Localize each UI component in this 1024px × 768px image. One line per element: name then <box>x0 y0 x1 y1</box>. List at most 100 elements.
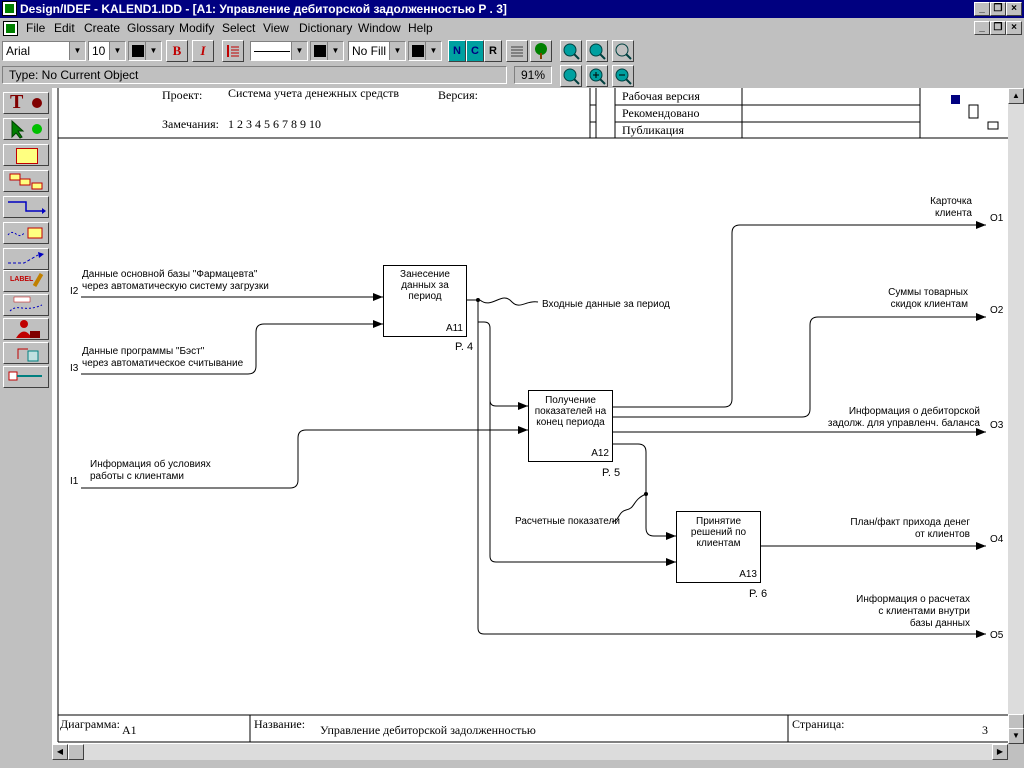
chevron-down-icon[interactable]: ▼ <box>109 42 125 60</box>
arrow-o5[interactable] <box>477 322 986 638</box>
minimize-icon[interactable]: _ <box>974 2 990 16</box>
output-code-o1: O1 <box>990 213 1004 224</box>
close-icon[interactable]: × <box>1006 2 1022 16</box>
diagram-label: Диаграмма: <box>60 717 120 731</box>
activity-box-a11[interactable]: Занесение данных за период A11 <box>383 265 467 337</box>
decompose-icon <box>9 173 43 190</box>
maximize-icon[interactable]: ❐ <box>990 2 1006 16</box>
doc-minimize-icon[interactable]: _ <box>974 21 990 35</box>
text-tool-button[interactable]: T <box>3 91 49 114</box>
diagram-canvas[interactable]: Проект: Система учета денежных средств В… <box>52 88 1008 744</box>
n-button[interactable]: N <box>448 40 466 62</box>
menu-view[interactable]: View <box>263 21 289 35</box>
fill-value: No Fill <box>352 44 387 58</box>
zoom-reset-icon[interactable] <box>560 65 582 87</box>
pointer-tool-button[interactable] <box>3 118 49 140</box>
r-button[interactable]: R <box>484 40 502 62</box>
horizontal-scrollbar[interactable]: ◀ ▶ <box>52 744 1008 760</box>
menu-help[interactable]: Help <box>408 21 433 35</box>
label-tool-button[interactable]: LABEL <box>3 270 49 292</box>
box-tool-button[interactable] <box>3 144 49 166</box>
pencil-icon <box>32 272 44 288</box>
chevron-down-icon[interactable]: ▼ <box>425 42 441 60</box>
activity-box-a12[interactable]: Получение показателей на конец периода A… <box>528 390 613 462</box>
line-style-select[interactable]: ▼ <box>250 41 308 61</box>
zoom-page-icon[interactable] <box>612 40 634 62</box>
tool-palette: T LABEL <box>0 88 52 748</box>
squiggle-tool-button[interactable] <box>3 222 49 244</box>
scroll-right-icon[interactable]: ▶ <box>992 744 1008 760</box>
chevron-down-icon[interactable]: ▼ <box>69 42 85 60</box>
align-lines-icon <box>227 45 239 57</box>
c-button[interactable]: C <box>466 40 484 62</box>
lines-glyph-icon <box>511 46 523 57</box>
magnifier-icon <box>563 43 580 60</box>
document-icon[interactable] <box>3 21 18 36</box>
menu-window[interactable]: Window <box>358 21 401 35</box>
input-code-i1: I1 <box>70 476 79 487</box>
menu-glossary[interactable]: Glossary <box>127 21 175 35</box>
bold-button[interactable]: B <box>166 40 188 62</box>
chevron-down-icon[interactable]: ▼ <box>327 42 343 60</box>
app-icon[interactable] <box>2 1 17 16</box>
scroll-up-icon[interactable]: ▲ <box>1008 88 1024 104</box>
scroll-down-icon[interactable]: ▼ <box>1008 728 1024 744</box>
title-bar: Design/IDEF - KALEND1.IDD - [A1: Управле… <box>0 0 1024 18</box>
font-value: Arial <box>6 44 31 58</box>
zoom-level[interactable]: 91% <box>514 66 552 84</box>
arrow-o1[interactable] <box>613 221 986 408</box>
doc-maximize-icon[interactable]: ❐ <box>990 21 1006 35</box>
arrow-i1[interactable] <box>81 426 528 489</box>
fill-color-select[interactable]: ▼ <box>408 41 442 61</box>
zoom-in-icon[interactable] <box>560 40 582 62</box>
chevron-down-icon[interactable]: ▼ <box>389 42 405 60</box>
tunnel-tool-button[interactable] <box>3 248 49 270</box>
tree-icon[interactable] <box>530 40 552 62</box>
menu-create[interactable]: Create <box>84 21 121 35</box>
squiggle-label-tool-button[interactable] <box>3 294 49 316</box>
zoom-plus-icon[interactable] <box>586 65 608 87</box>
doc-close-icon[interactable]: × <box>1006 21 1022 35</box>
activity-box-a13[interactable]: Принятие решений по клиентам A13 <box>676 511 761 583</box>
arrow-i3[interactable] <box>81 320 383 375</box>
menu-modify[interactable]: Modify <box>179 21 215 35</box>
pointer-icon <box>11 119 42 139</box>
arrow-tool-button[interactable] <box>3 196 49 218</box>
scroll-left-icon[interactable]: ◀ <box>52 744 68 760</box>
label-calc-indicators: Расчетные показатели <box>515 516 620 527</box>
magnifier-icon <box>563 68 580 85</box>
zoom-minus-icon[interactable] <box>612 65 634 87</box>
arrow-a12-to-a13[interactable] <box>613 443 676 540</box>
zoom-fit-icon[interactable] <box>586 40 608 62</box>
frame-icon <box>8 371 42 381</box>
output-o3-line-2: задолж. для управленч. баланса <box>827 418 980 429</box>
vertical-scrollbar[interactable]: ▲ ▼ <box>1008 88 1024 744</box>
line-color-select[interactable]: ▼ <box>310 41 344 61</box>
menu-file[interactable]: File <box>26 21 46 35</box>
font-select[interactable]: Arial ▼ <box>2 41 86 61</box>
italic-button[interactable]: I <box>192 40 214 62</box>
node-tool-button[interactable] <box>3 342 49 364</box>
font-size-select[interactable]: 10▼ <box>88 41 126 61</box>
align-left-icon[interactable] <box>222 40 244 62</box>
menu-bar: File Edit Create Glossary Modify Select … <box>0 18 1024 38</box>
arrow-a11-to-a13[interactable] <box>489 398 676 566</box>
status-row-working: Рабочая версия <box>622 89 700 103</box>
menu-edit[interactable]: Edit <box>54 21 75 35</box>
arrow-o2[interactable] <box>613 313 986 418</box>
chevron-down-icon[interactable]: ▼ <box>291 42 307 60</box>
lines-icon[interactable] <box>506 40 528 62</box>
frame-tool-button[interactable] <box>3 366 49 388</box>
chevron-down-icon[interactable]: ▼ <box>145 42 161 60</box>
person-tool-button[interactable] <box>3 318 49 340</box>
input-i2-line-1: Данные основной базы "Фармацевта" <box>82 269 258 280</box>
arrow-a11-to-a12[interactable] <box>467 299 528 410</box>
output-code-o5: O5 <box>990 630 1004 641</box>
fill-select[interactable]: No Fill▼ <box>348 41 406 61</box>
scroll-thumb-h[interactable] <box>68 744 84 760</box>
status-row-recommended: Рекомендовано <box>622 106 700 120</box>
decompose-tool-button[interactable] <box>3 170 49 192</box>
menu-select[interactable]: Select <box>222 21 256 35</box>
text-color-select[interactable]: ▼ <box>128 41 162 61</box>
menu-dictionary[interactable]: Dictionary <box>299 21 353 35</box>
